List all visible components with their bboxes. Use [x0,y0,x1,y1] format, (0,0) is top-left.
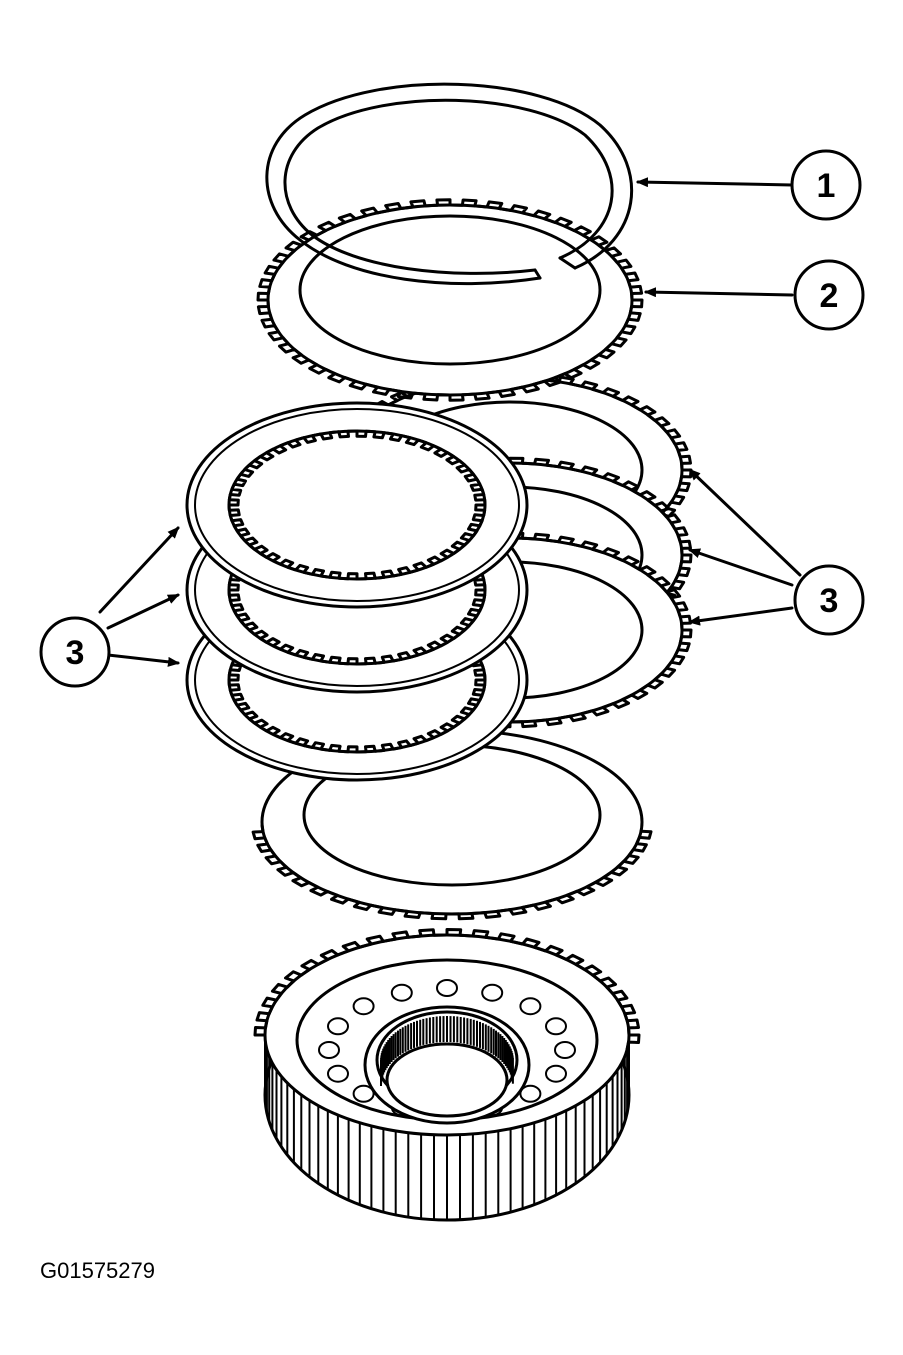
left-friction-plate [185,401,529,609]
callout-2-label: 2 [820,277,839,315]
callout-1-label: 1 [817,167,836,205]
callout-3-left: 3 [39,616,111,688]
callout-2: 2 [793,259,865,331]
callout-3-left-label: 3 [66,634,85,672]
callout-3-right-label: 3 [820,582,839,620]
clutch-drum [253,928,641,1222]
callout-1: 1 [790,149,862,221]
figure-id: G01575279 [40,1258,155,1283]
snap-ring [265,82,634,286]
pressure-plate [256,198,644,402]
callout-arrows [98,177,802,667]
callout-3-right: 3 [793,564,865,636]
left-clutch-plate-stack [185,401,529,782]
